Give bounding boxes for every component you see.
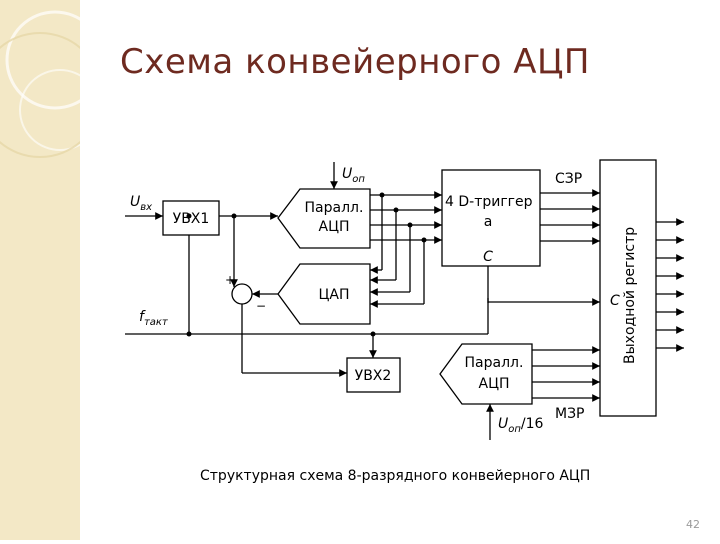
lsb-label: МЗР [555, 406, 585, 422]
summator [231, 283, 253, 305]
uvx1-label: УВХ1 [173, 211, 210, 227]
adc1-block [277, 188, 371, 249]
uvx1-block [162, 200, 220, 236]
trigger-clock-label: С [483, 249, 493, 265]
adc2-block [439, 343, 533, 405]
diagram-caption: Структурная схема 8-разрядного конвейерн… [200, 468, 591, 484]
register-label: Выходной регистр [622, 227, 638, 364]
register-block [599, 159, 657, 417]
dac-label: ЦАП [319, 287, 350, 303]
adc1-label-2: АЦП [319, 219, 350, 235]
uvx2-label: УВХ2 [355, 368, 392, 384]
dac-block [277, 263, 371, 325]
trigger-label-1: 4 D-триггер [445, 194, 533, 210]
page-number: 42 [686, 518, 700, 531]
slide-title: Схема конвейерного АЦП [120, 42, 590, 82]
msb-label: СЗР [555, 171, 582, 187]
plus-sign: + [225, 273, 235, 287]
uvx2-block [346, 357, 401, 393]
adc1-label-1: Паралл. [305, 200, 364, 216]
f-clock-label: fтакт [139, 309, 169, 328]
adc2-label-1: Паралл. [465, 355, 524, 371]
minus-sign: − [256, 299, 266, 313]
decorative-band [0, 0, 105, 540]
trigger-label-2: а [484, 214, 493, 230]
adc2-label-2: АЦП [479, 376, 510, 392]
u-in-label: Uвх [130, 194, 152, 213]
trigger-block [441, 169, 541, 267]
uop-label: Uоп [342, 166, 365, 185]
uop2-label: Uоп/16 [498, 416, 544, 435]
register-clock-label: С [610, 293, 620, 309]
